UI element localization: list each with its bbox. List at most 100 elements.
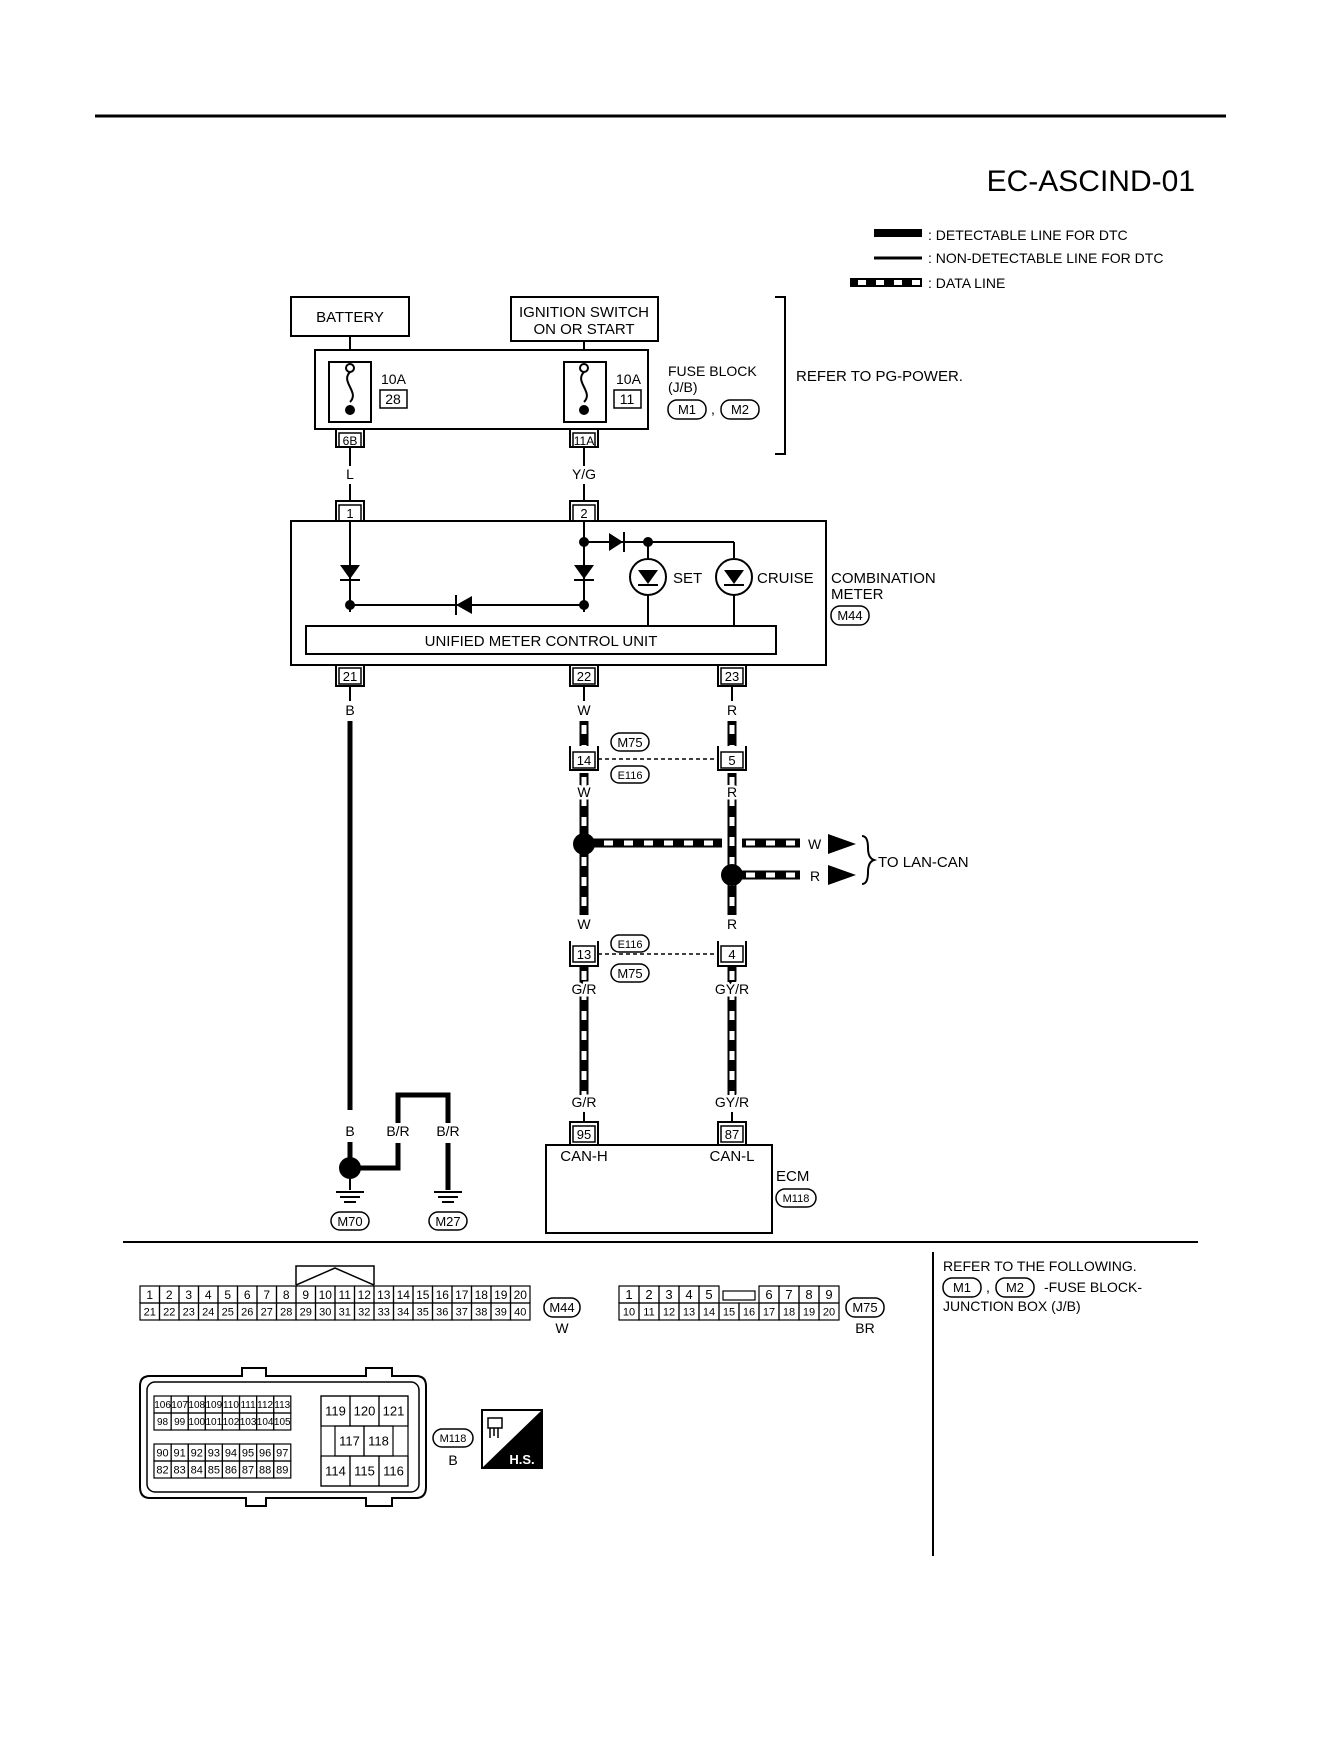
wire-yg: Y/G bbox=[572, 466, 596, 482]
m118-pin-101: 101 bbox=[206, 1417, 223, 1428]
ignition-label-2: ON OR START bbox=[533, 321, 634, 338]
joint1-pin-5: 5 bbox=[728, 753, 735, 768]
splice-r bbox=[721, 864, 743, 886]
joint2-conn-m75: M75 bbox=[617, 966, 642, 981]
fuse-block-box bbox=[314, 349, 649, 430]
m75-pin-10: 10 bbox=[623, 1306, 635, 1318]
combination-meter-label-2: METER bbox=[831, 586, 884, 603]
hs-label: H.S. bbox=[509, 1452, 534, 1467]
ecm-pin-95: 95 bbox=[569, 1121, 599, 1145]
meter-conn-m44: M44 bbox=[837, 608, 862, 623]
ecm-pin-95-label: 95 bbox=[577, 1127, 591, 1142]
m44-pin-30: 30 bbox=[319, 1306, 331, 1318]
set-indicator bbox=[629, 558, 667, 596]
m118-pin-119: 119 bbox=[325, 1404, 346, 1419]
m75-pin-8: 8 bbox=[805, 1287, 812, 1302]
meter-pin-2: 2 bbox=[569, 500, 599, 522]
m44-pin-35: 35 bbox=[417, 1306, 429, 1318]
m44-pin-7: 7 bbox=[263, 1288, 270, 1302]
ground-conn-m70: M70 bbox=[337, 1214, 362, 1229]
m44-pin-38: 38 bbox=[475, 1306, 487, 1318]
ground-wire-br-1: B/R bbox=[386, 1123, 409, 1139]
refer-pg-power: REFER TO PG-POWER. bbox=[796, 368, 963, 385]
splice-w bbox=[573, 833, 595, 855]
m44-pin-21: 21 bbox=[144, 1306, 156, 1318]
m118-pin-83: 83 bbox=[174, 1464, 186, 1476]
ground-conn-m27: M27 bbox=[435, 1214, 460, 1229]
m118-pin-91: 91 bbox=[174, 1447, 186, 1459]
m75-pin-3: 3 bbox=[665, 1287, 672, 1302]
terminal-11a-label: 11A bbox=[574, 434, 594, 448]
m118-pin-93: 93 bbox=[208, 1447, 220, 1459]
m44-color: W bbox=[555, 1320, 569, 1336]
m44-pin-36: 36 bbox=[436, 1306, 448, 1318]
m44-pin-17: 17 bbox=[455, 1288, 469, 1302]
m44-pin-8: 8 bbox=[283, 1288, 290, 1302]
meter-pin-22-label: 22 bbox=[577, 669, 591, 684]
meter-pin-2-label: 2 bbox=[580, 506, 587, 521]
terminal-11a: 11A bbox=[569, 429, 599, 448]
battery-label: BATTERY bbox=[316, 309, 384, 326]
ground-icon bbox=[336, 1191, 364, 1203]
m75-pin-1: 1 bbox=[625, 1287, 632, 1302]
m75-pin-6: 6 bbox=[765, 1287, 772, 1302]
m118-pin-84: 84 bbox=[191, 1464, 203, 1476]
m118-pin-112: 112 bbox=[257, 1400, 273, 1411]
m118-pin-95: 95 bbox=[242, 1447, 254, 1459]
refer-conn-m2: M2 bbox=[1006, 1280, 1024, 1295]
ground-splice bbox=[339, 1157, 361, 1179]
m44-pin-28: 28 bbox=[280, 1306, 292, 1318]
m75-pin-13: 13 bbox=[683, 1306, 695, 1318]
ecm-can-h: CAN-H bbox=[560, 1148, 608, 1165]
m118-color: B bbox=[448, 1452, 457, 1468]
combination-meter-label-1: COMBINATION bbox=[831, 570, 936, 587]
m75-pin-14: 14 bbox=[703, 1306, 715, 1318]
m75-name: M75 bbox=[852, 1300, 877, 1315]
m118-pin-82: 82 bbox=[156, 1464, 168, 1476]
m118-pin-108: 108 bbox=[188, 1400, 205, 1411]
m44-pin-11: 11 bbox=[339, 1288, 352, 1302]
m44-pin-27: 27 bbox=[261, 1306, 273, 1318]
ecm-box bbox=[545, 1144, 773, 1234]
m75-pin-17: 17 bbox=[763, 1306, 775, 1318]
m118-pin-102: 102 bbox=[223, 1417, 240, 1428]
m118-pin-117: 117 bbox=[339, 1434, 360, 1449]
m118-pin-86: 86 bbox=[225, 1464, 237, 1476]
m44-pin-4: 4 bbox=[205, 1288, 212, 1302]
cruise-label: CRUISE bbox=[757, 570, 814, 587]
m118-pin-90: 90 bbox=[156, 1447, 168, 1459]
m118-pin-107: 107 bbox=[171, 1400, 188, 1411]
m118-pin-114: 114 bbox=[325, 1464, 346, 1479]
m75-pin-18: 18 bbox=[783, 1306, 795, 1318]
m44-pin-31: 31 bbox=[339, 1306, 351, 1318]
m44-pin-39: 39 bbox=[495, 1306, 507, 1318]
ecm-conn-m118: M118 bbox=[783, 1193, 810, 1205]
fuse-28-number: 28 bbox=[385, 391, 401, 407]
m44-pin-40-cell bbox=[509, 1302, 531, 1321]
joint1-conn-m75: M75 bbox=[617, 735, 642, 750]
fuse-28-amp: 10A bbox=[381, 371, 407, 387]
harness-side-icon: H.S. bbox=[481, 1409, 543, 1469]
fuse-11-number: 11 bbox=[620, 391, 635, 407]
m75-pin-2: 2 bbox=[645, 1287, 652, 1302]
wire-gyr-2: GY/R bbox=[715, 1094, 749, 1110]
fuse-block-label-2: (J/B) bbox=[668, 379, 698, 395]
m44-pin-19: 19 bbox=[494, 1288, 508, 1302]
meter-pin-22: 22 bbox=[569, 665, 599, 687]
legend-data-line: : DATA LINE bbox=[928, 275, 1005, 291]
m118-pin-89-cell bbox=[273, 1460, 292, 1479]
m118-pin-99: 99 bbox=[174, 1417, 186, 1428]
meter-pin-23-label: 23 bbox=[725, 669, 739, 684]
wire-l: L bbox=[346, 466, 354, 482]
to-lan-can-label: TO LAN-CAN bbox=[878, 854, 969, 871]
wire-gr-1: G/R bbox=[572, 981, 597, 997]
m44-pin-13: 13 bbox=[377, 1288, 391, 1302]
m118-block-outline bbox=[320, 1395, 409, 1487]
wire-gyr-1: GY/R bbox=[715, 981, 749, 997]
joint2-pin-13: 13 bbox=[577, 947, 591, 962]
ecm-label: ECM bbox=[776, 1168, 809, 1185]
m75-pin-9: 9 bbox=[825, 1287, 832, 1302]
set-label: SET bbox=[673, 570, 702, 587]
m118-pin-92: 92 bbox=[191, 1447, 203, 1459]
